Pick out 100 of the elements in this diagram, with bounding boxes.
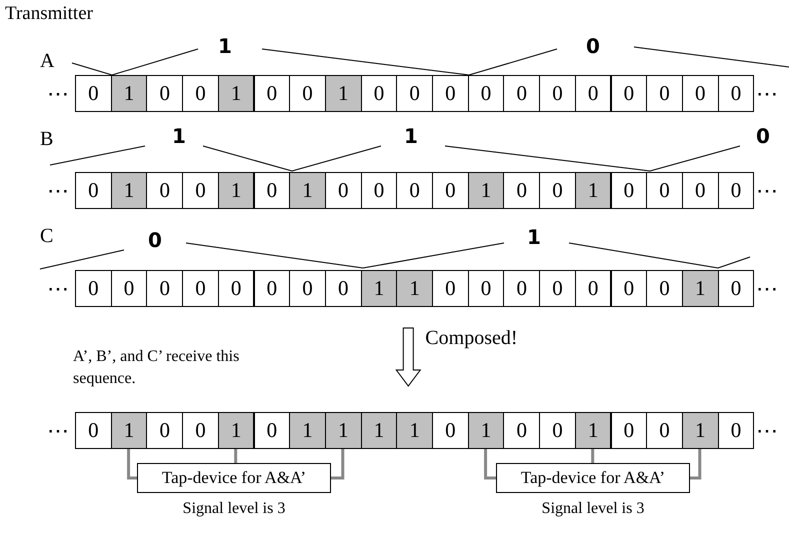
bit-cell: 0 [146, 172, 184, 209]
bit-cell: 1 [396, 270, 433, 307]
bit-cell: 0 [646, 270, 683, 307]
bit-cell: 0 [682, 172, 719, 209]
bit-value: 1 [527, 225, 541, 249]
bit-cell: 0 [610, 412, 648, 449]
bit-cell: 0 [468, 75, 504, 112]
bit-cell: 0 [396, 172, 433, 209]
bit-cell: 0 [646, 412, 683, 449]
bit-cell: 0 [610, 172, 648, 209]
bit-value: 0 [148, 228, 162, 252]
bit-cell: 0 [718, 75, 754, 112]
bit-cell: 0 [182, 270, 219, 307]
bit-cell: 0 [182, 75, 219, 112]
bit-value: 0 [756, 124, 770, 148]
bit-cell: 0 [432, 412, 469, 449]
bit-cell: 0 [75, 412, 112, 449]
row-name: A [40, 50, 54, 73]
bit-cell: 1 [574, 412, 612, 449]
bit-cell: 1 [324, 412, 362, 449]
bit-cell: 1 [360, 412, 398, 449]
ellipsis: ⋯ [47, 80, 69, 108]
device-box: Tap-device for A&A’ [496, 463, 690, 493]
connector-line [484, 449, 496, 480]
bit-cell: 0 [503, 412, 540, 449]
bit-cell: 0 [289, 270, 326, 307]
bit-cell: 0 [503, 75, 540, 112]
bit-cell: 1 [396, 412, 433, 449]
bit-cell: 1 [682, 412, 719, 449]
bit-cell: 0 [75, 270, 112, 307]
connector-line [690, 449, 702, 480]
bit-cell: 1 [218, 75, 254, 112]
ellipsis: ⋯ [47, 177, 69, 205]
bit-cell: 0 [254, 270, 290, 307]
bit-cell: 0 [254, 412, 290, 449]
ellipsis: ⋯ [756, 275, 778, 303]
ellipsis: ⋯ [756, 417, 778, 445]
bit-cell: 0 [539, 412, 576, 449]
bit-cell: 1 [324, 75, 362, 112]
bit-cell: 0 [146, 75, 184, 112]
bit-cell: 0 [324, 172, 362, 209]
bit-cell: 0 [360, 75, 398, 112]
bit-cell: 0 [503, 270, 540, 307]
block-arrow [395, 328, 422, 387]
bit-cell: 1 [218, 412, 254, 449]
bit-cell: 0 [432, 270, 469, 307]
bit-cell: 0 [682, 75, 719, 112]
bit-cell: 0 [254, 75, 290, 112]
bit-cell: 1 [468, 172, 504, 209]
bit-cell: 0 [574, 270, 612, 307]
bit-cell: 0 [718, 412, 754, 449]
ellipsis: ⋯ [47, 275, 69, 303]
bit-cell: 0 [718, 172, 754, 209]
bit-cell: 0 [324, 270, 362, 307]
bit-cell: 0 [539, 172, 576, 209]
connector-line [331, 449, 344, 480]
bit-cell: 0 [610, 270, 648, 307]
bit-cell: 0 [146, 412, 184, 449]
bit-cell: 1 [110, 172, 148, 209]
bit-cell: 0 [360, 172, 398, 209]
bit-cell: 0 [539, 75, 576, 112]
ellipsis: ⋯ [756, 177, 778, 205]
connector-line [234, 449, 238, 463]
bit-cell: 1 [110, 75, 148, 112]
arrow-label: Composed! [425, 327, 518, 350]
bit-cell: 0 [75, 75, 112, 112]
ellipsis: ⋯ [756, 80, 778, 108]
bit-value: 1 [218, 34, 232, 58]
connector-line [591, 449, 594, 463]
bit-cell: 0 [574, 75, 612, 112]
bit-cell: 0 [289, 75, 326, 112]
connector-line [127, 449, 137, 480]
bit-cell: 1 [289, 172, 326, 209]
bit-cell: 0 [610, 75, 648, 112]
device-box: Tap-device for A&A’ [137, 463, 331, 493]
bit-cell: 0 [146, 270, 184, 307]
bit-cell: 1 [218, 172, 254, 209]
bit-cell: 0 [646, 172, 683, 209]
bit-cell: 0 [432, 172, 469, 209]
signal-level-note: Signal level is 3 [540, 500, 646, 518]
bit-cell: 1 [289, 412, 326, 449]
row-name: B [40, 128, 54, 151]
row-name: C [40, 225, 54, 248]
bit-cell: 0 [503, 172, 540, 209]
bit-cell: 0 [75, 172, 112, 209]
bit-value: 0 [586, 34, 600, 58]
bit-cell: 0 [254, 172, 290, 209]
bit-cell: 1 [468, 412, 504, 449]
title: Transmitter [5, 3, 93, 25]
bit-value: 1 [172, 124, 186, 148]
signal-level-note: Signal level is 3 [182, 500, 286, 518]
bit-cell: 0 [718, 270, 754, 307]
bit-cell: 0 [110, 270, 148, 307]
bit-cell: 0 [182, 412, 219, 449]
bit-cell: 1 [574, 172, 612, 209]
bit-cell: 1 [360, 270, 398, 307]
bit-cell: 0 [218, 270, 254, 307]
ellipsis: ⋯ [47, 417, 69, 445]
bit-cell: 1 [682, 270, 719, 307]
bit-cell: 0 [468, 270, 504, 307]
